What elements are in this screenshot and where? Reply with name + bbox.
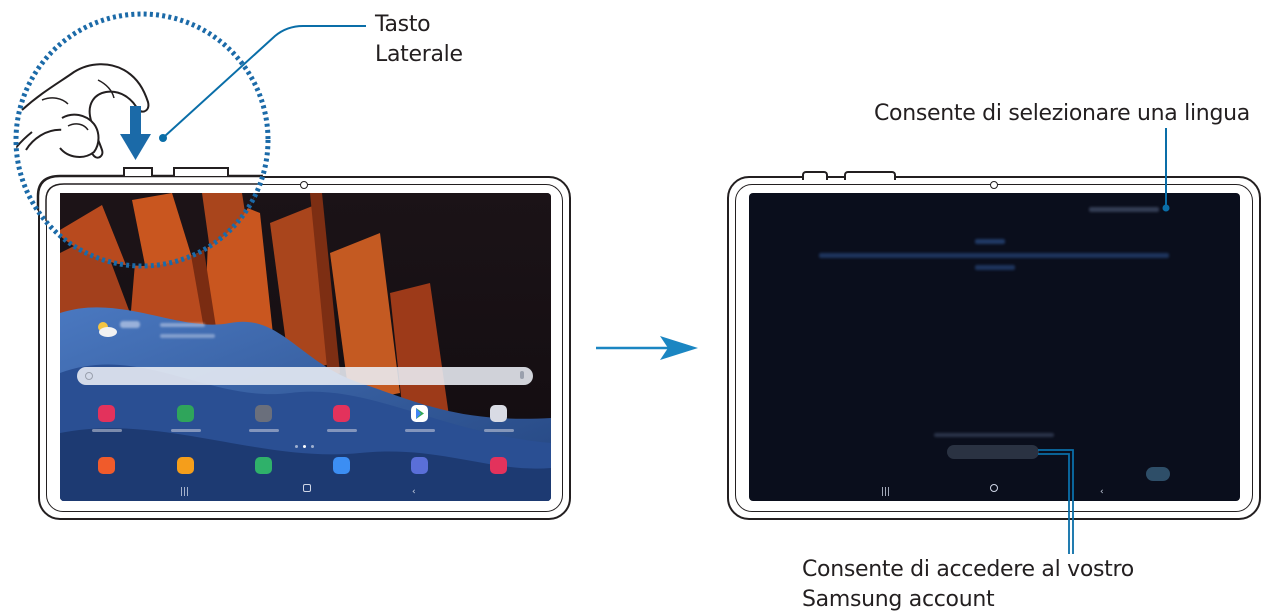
signin-hint-blur [934,433,1054,437]
app-label-blur [327,429,357,432]
right-nav-bar: ||| ‹ [749,479,1240,501]
samsung-account-button [947,445,1039,459]
location-blur [160,323,205,327]
app-label-blur [171,429,201,432]
language-label: Consente di selezionare una lingua [874,101,1250,126]
app-label-blur [484,429,514,432]
next-button [1146,467,1170,481]
phone-app-icon [255,457,272,474]
app-label-blur [405,429,435,432]
magnifier-illustration [13,11,271,269]
right-camera [990,181,998,189]
calculator-app-icon [255,405,272,422]
account-callout-line [1038,449,1074,554]
language-selector-blur [1089,207,1159,212]
left-camera [300,181,308,189]
notes-app-icon [98,457,115,474]
page-indicator [295,445,319,449]
search-bar [77,367,533,385]
folder-app-icon [490,405,507,422]
messages-app-icon [333,457,350,474]
weather-icon [98,322,117,337]
mic-icon [520,371,524,379]
store-app-icon [333,405,350,422]
left-nav-bar: ||| ‹ [60,479,551,501]
account-label-line2: Samsung account [802,587,995,612]
date-blur [160,334,215,338]
bixby-app-icon [98,405,115,422]
wallpaper [60,193,551,501]
app-label-blur [249,429,279,432]
recents-icon: ||| [180,487,190,497]
side-key-callout-line [159,25,366,142]
account-label-line1: Consente di accedere al vostro [802,557,1134,582]
greeting-blur [975,239,1005,244]
internet-app-icon [411,457,428,474]
files-app-icon [177,457,194,474]
transition-arrow [596,336,698,360]
camera-app-icon [490,457,507,474]
calendar-app-icon [177,405,194,422]
weather-temp-blur [120,321,140,328]
right-volume-key [844,171,896,180]
language-callout-line [1162,128,1170,212]
right-side-key [802,171,828,180]
app-label-blur [92,429,122,432]
side-key-label-line1: Tasto [375,12,431,37]
search-icon [85,372,93,380]
intro-text-blur [819,253,1169,258]
recents-icon: ||| [881,487,891,497]
play-store-app-icon [411,405,428,422]
side-key-label-line2: Laterale [375,42,463,67]
play-icon [416,408,424,419]
intro-text-blur-2 [975,265,1015,270]
back-icon: ‹ [412,487,416,497]
right-setup-screen: ||| ‹ [749,193,1240,501]
back-icon: ‹ [1100,487,1104,497]
